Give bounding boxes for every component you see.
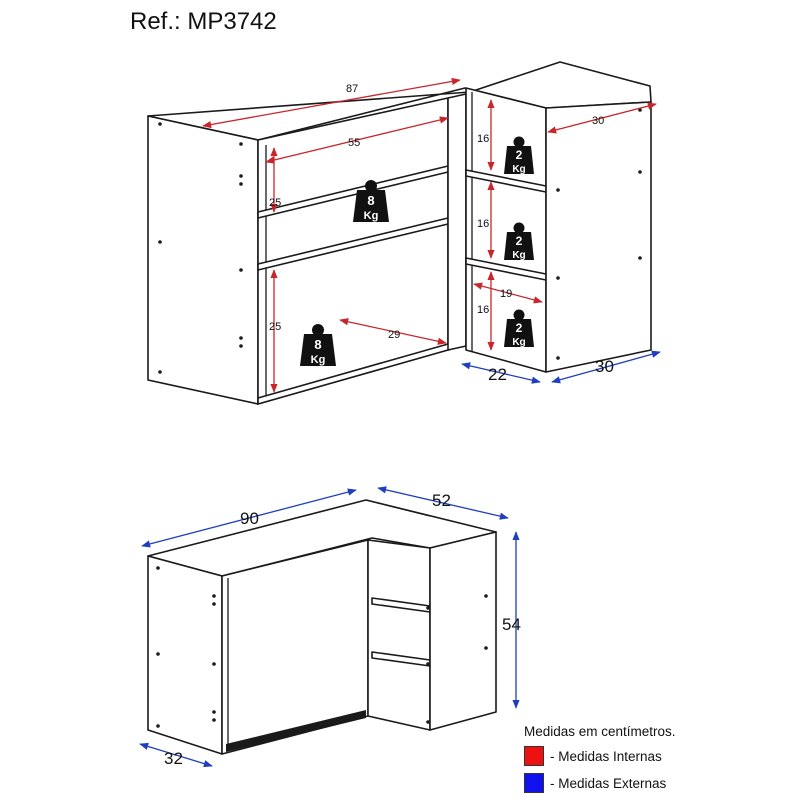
partition-panel — [447, 93, 467, 351]
closed-side-right-panel — [429, 531, 497, 731]
legend-external-swatch — [524, 773, 544, 793]
reference-title: Ref.: MP3742 — [130, 8, 277, 35]
svg-text:2: 2 — [516, 234, 523, 248]
svg-text:2: 2 — [516, 148, 523, 162]
weight-icon-2kg-2: 2 Kg — [504, 222, 534, 261]
closed-side-interior — [367, 539, 431, 731]
svg-text:Kg: Kg — [512, 164, 525, 175]
side-module-right-panel — [545, 101, 652, 373]
legend-external-label: - Medidas Externas — [550, 775, 667, 791]
svg-text:Kg: Kg — [512, 337, 525, 348]
dim-niche-1: 16 — [477, 133, 489, 145]
dim-ext-side-width: 22 — [488, 365, 507, 384]
dim-ext-width: 90 — [240, 509, 259, 528]
svg-text:Kg: Kg — [311, 354, 326, 366]
legend-internal-label: - Medidas Internas — [550, 748, 662, 764]
svg-text:8: 8 — [314, 337, 321, 352]
weight-icon-8kg-upper: 8 Kg — [353, 180, 389, 222]
legend-internal-swatch — [524, 746, 544, 766]
dim-side-inner-width: 19 — [500, 288, 512, 300]
cabinet-left-panel — [147, 115, 259, 405]
dim-ext-height: 54 — [502, 615, 521, 634]
door-handle-profile — [226, 710, 366, 752]
legend: Medidas em centímetros. - Medidas Intern… — [524, 724, 676, 793]
svg-text:Kg: Kg — [512, 250, 525, 261]
dim-ext-side-depth: 30 — [595, 357, 614, 376]
svg-text:2: 2 — [516, 321, 523, 335]
legend-internal-row: - Medidas Internas — [524, 746, 676, 766]
weight-icon-2kg-3: 2 Kg — [504, 309, 534, 348]
dim-upper-height: 25 — [269, 197, 281, 209]
legend-title: Medidas em centímetros. — [524, 724, 676, 739]
dim-niche-3: 16 — [477, 304, 489, 316]
dim-lower-depth: 29 — [388, 329, 400, 341]
dim-top-width: 87 — [346, 83, 358, 95]
weight-icon-2kg-1: 2 Kg — [504, 136, 534, 175]
dim-ext-depth: 32 — [164, 749, 183, 768]
svg-text:Kg: Kg — [364, 210, 379, 222]
svg-text:8: 8 — [367, 193, 374, 208]
dim-lower-height: 25 — [269, 321, 281, 333]
dim-niche-2: 16 — [477, 218, 489, 230]
dim-shelf-width: 55 — [348, 137, 360, 149]
legend-external-row: - Medidas Externas — [524, 773, 676, 793]
dim-ext-side-length: 52 — [432, 491, 451, 510]
closed-cabinet-drawing: 90 52 54 32 — [139, 486, 521, 768]
open-cabinet-drawing: 87 55 25 25 29 30 16 16 16 19 22 30 8 Kg — [147, 61, 661, 405]
weight-icon-8kg-lower: 8 Kg — [300, 324, 336, 366]
dim-side-depth: 30 — [592, 115, 604, 127]
